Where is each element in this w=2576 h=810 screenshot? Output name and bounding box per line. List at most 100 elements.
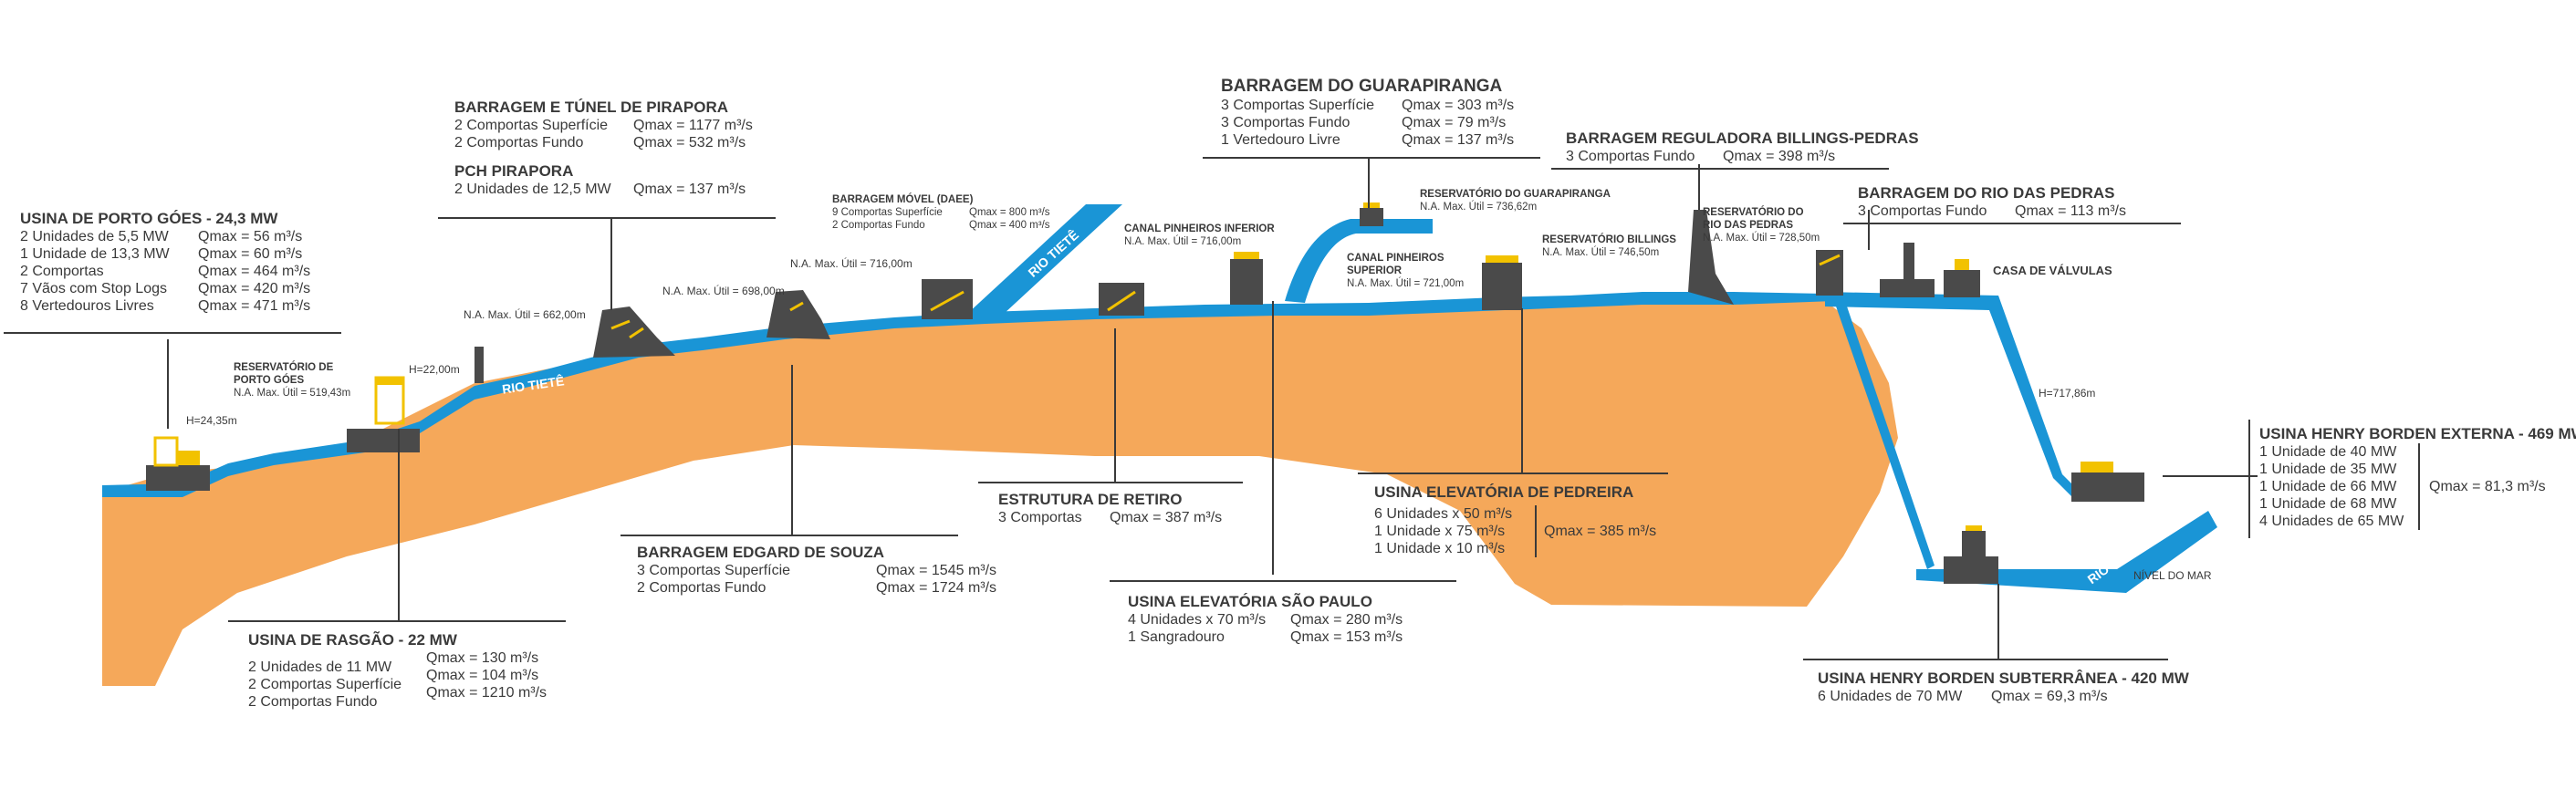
sao-paulo-plant [1230,252,1263,305]
pirapora-block: BARRAGEM E TÚNEL DE PIRAPORA 2 Comportas… [454,99,753,198]
penstock [1825,292,2081,498]
edgard-title: BARRAGEM EDGARD DE SOUZA [637,544,885,561]
porto-goes-rule [4,332,341,334]
elevation-edgard: N.A. Max. Útil = 698,00m [662,285,785,297]
sao-paulo-block: USINA ELEVATÓRIA SÃO PAULO 4 Unidades x … [1128,593,1403,646]
rasgao-left-line: 2 Comportas Fundo [248,694,378,710]
leader-lines [167,157,2258,660]
canal-inferior-title: CANAL PINHEIROS INFERIOR [1124,223,1275,234]
reservatorio-porto-goes-block: RESERVATÓRIO DE PORTO GÓES N.A. Max. Úti… [234,361,350,400]
rasgao-left-line: 2 Comportas Superfície [248,677,402,692]
guarapiranga-block: BARRAGEM DO GUARAPIRANGA 3 Comportas Sup… [1221,77,1514,149]
hb-subterranea-rule [1803,659,2168,660]
pirapora-dam [593,306,675,358]
pedreira-left-line: 6 Unidades x 50 m³/s [1374,506,1513,522]
res-guarapiranga-na: N.A. Max. Útil = 736,62m [1420,202,1538,213]
edgard-rule [621,535,958,536]
porto-goes-block: USINA DE PORTO GÓES - 24,3 MW 2 Unidades… [20,210,310,315]
rasgao-right-line: Qmax = 1210 m³/s [426,685,548,701]
res-billings-na: N.A. Max. Útil = 746,50m [1542,247,1660,258]
pch-pirapora-title: PCH PIRAPORA [454,162,574,180]
pirapora-title: BARRAGEM E TÚNEL DE PIRAPORA [454,99,729,116]
pirapora-rule [438,217,776,219]
reservatorio-porto-goes-na: N.A. Max. Útil = 519,43m [234,388,351,399]
billings-pedras-title: BARRAGEM REGULADORA BILLINGS-PEDRAS [1566,130,1919,147]
res-rio-pedras-na: N.A. Max. Útil = 728,50m [1703,233,1820,244]
henry-borden-externa-plant [2071,462,2144,502]
movel-title: BARRAGEM MÓVEL (DAEE) [832,194,974,205]
res-guarapiranga-title: RESERVATÓRIO DO GUARAPIRANGA [1420,189,1611,200]
porto-goes-title: USINA DE PORTO GÓES - 24,3 MW [20,210,278,227]
rasgao-rule [228,620,566,622]
hb-externa-block: USINA HENRY BORDEN EXTERNA - 469 MW 1 Un… [2259,425,2576,530]
res-guarapiranga-block: RESERVATÓRIO DO GUARAPIRANGA N.A. Max. Ú… [1420,188,1611,213]
rasgao-plant [347,347,484,452]
elevation-rasgao: H=22,00m [409,363,460,376]
res-rio-pedras-block: RESERVATÓRIO DO RIO DAS PEDRAS N.A. Max.… [1703,206,1820,244]
hb-externa-title: USINA HENRY BORDEN EXTERNA - 469 MW [2259,425,2576,442]
edgard-block: BARRAGEM EDGARD DE SOUZA 3 Comportas Sup… [637,544,996,597]
sea-level-label: NÍVEL DO MAR [2133,569,2212,582]
rasgao-title: USINA DE RASGÃO - 22 MW [248,631,457,649]
guarapiranga-channel [1285,219,1433,303]
hb-externa-qmax: Qmax = 81,3 m³/s [2429,479,2546,494]
res-rio-pedras-title-1: RESERVATÓRIO DO [1703,207,1804,218]
pedreira-left-line: 1 Unidade x 10 m³/s [1374,541,1506,556]
billings-pedras-dam [1688,210,1734,305]
elevation-movel: N.A. Max. Útil = 716,00m [790,257,913,270]
canal-superior-title-2: SUPERIOR [1347,265,1403,276]
guarapiranga-title: BARRAGEM DO GUARAPIRANGA [1221,77,1503,96]
edgard-dam [767,290,830,339]
hb-externa-left-line: 1 Unidade de 68 MW [2259,496,2397,512]
guarapiranga-dam [1360,202,1383,226]
rio-pedras-dam [1816,250,1843,296]
casa-valvulas-label: CASA DE VÁLVULAS [1993,264,2112,277]
retiro-title: ESTRUTURA DE RETIRO [998,491,1183,508]
pedreira-title: USINA ELEVATÓRIA DE PEDREIRA [1374,483,1634,501]
retiro-rule [978,482,1243,483]
barragem-pedras-rule [1843,223,2181,224]
penstock-underground [1834,301,1935,569]
hb-externa-bar [2248,420,2250,538]
terrain [102,299,1898,686]
res-billings-title: RESERVATÓRIO BILLINGS [1542,234,1676,245]
guarapiranga-rule [1203,157,1540,159]
hb-externa-left-line: 1 Unidade de 40 MW [2259,444,2397,460]
res-billings-block: RESERVATÓRIO BILLINGS N.A. Max. Útil = 7… [1542,234,1676,259]
canal-superior-title-1: CANAL PINHEIROS [1347,253,1444,264]
hb-subterranea-block: USINA HENRY BORDEN SUBTERRÂNEA - 420 MW … [1818,670,2189,705]
reservatorio-porto-goes-title-1: RESERVATÓRIO DE [234,362,334,373]
res-rio-pedras-title-2: RIO DAS PEDRAS [1703,220,1794,231]
elevation-porto-goes: H=24,35m [186,414,237,427]
henry-borden-subterranea-plant [1944,525,1998,584]
pedreira-qmax: Qmax = 385 m³/s [1544,524,1657,539]
pedreira-rule [1358,472,1668,474]
pedreira-left-line: 1 Unidade x 75 m³/s [1374,524,1506,539]
movel-dam [922,279,973,319]
hb-externa-left-line: 1 Unidade de 66 MW [2259,479,2397,494]
sao-paulo-rule [1110,580,1456,582]
hb-externa-left-line: 1 Unidade de 35 MW [2259,462,2397,477]
barragem-pedras-title: BARRAGEM DO RIO DAS PEDRAS [1858,184,2115,202]
rasgao-right-line: Qmax = 130 m³/s [426,650,539,666]
hb-subterranea-title: USINA HENRY BORDEN SUBTERRÂNEA - 420 MW [1818,670,2189,687]
tiete-inflow [967,204,1122,314]
